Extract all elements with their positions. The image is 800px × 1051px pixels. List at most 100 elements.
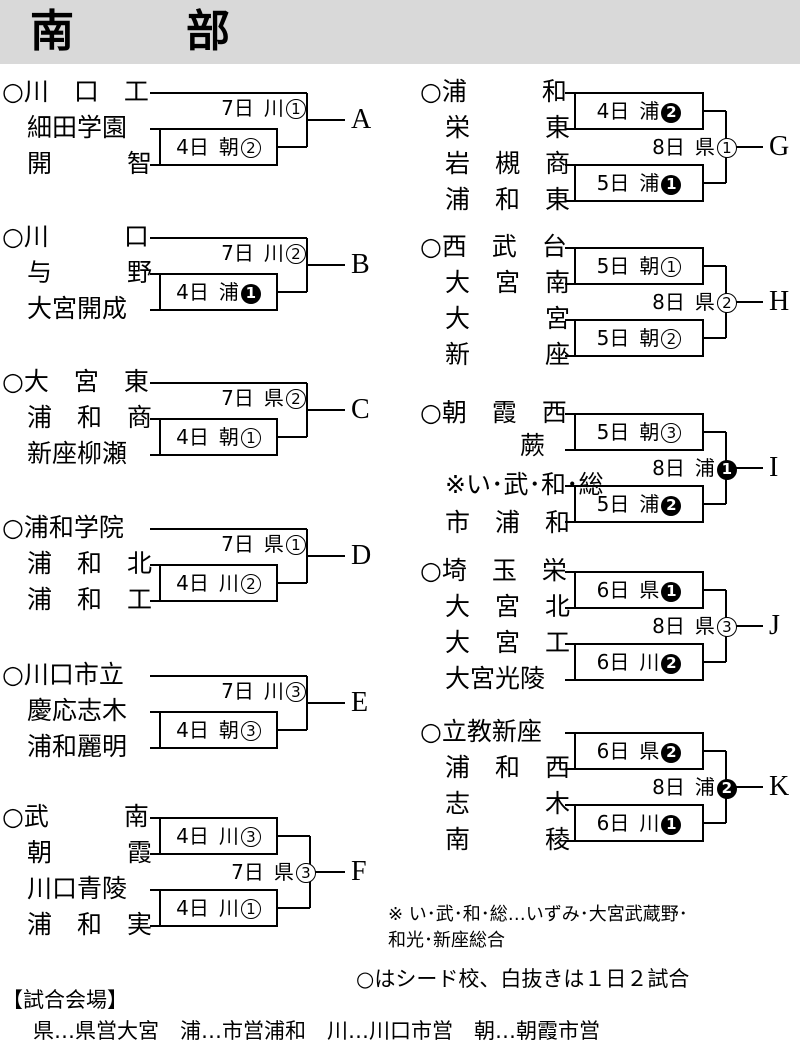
match-number-outline: 3 bbox=[240, 721, 261, 741]
team-name: 栄 東 bbox=[420, 113, 571, 142]
match-day-venue: 8日 県 bbox=[652, 614, 715, 638]
match-day-venue: 4日 朝 bbox=[176, 718, 239, 742]
match-number-outline: 3 bbox=[240, 827, 261, 847]
group-letter: I bbox=[769, 452, 779, 483]
team-name: ○浦和学院 bbox=[2, 513, 124, 542]
group-letter: H bbox=[769, 286, 790, 317]
match-day-venue: 4日 浦 bbox=[596, 99, 660, 123]
team-name: 大 宮 bbox=[420, 304, 571, 333]
match-number-filled: 2 bbox=[661, 103, 682, 123]
team-name: ○西 武 台 bbox=[420, 232, 567, 261]
team-name: 大 宮 北 bbox=[420, 592, 571, 621]
match-number-outline: 2 bbox=[716, 293, 737, 313]
match-number-outline: 1 bbox=[240, 428, 261, 448]
match-day-venue: 6日 川 bbox=[596, 811, 660, 835]
match-number-filled: 1 bbox=[716, 460, 737, 480]
team-name: 南 稜 bbox=[420, 825, 571, 854]
match-day-venue: 6日 県 bbox=[596, 739, 660, 763]
match-number-filled: 2 bbox=[661, 654, 682, 674]
team-name: 浦 和 東 bbox=[420, 185, 571, 214]
team-name: ○朝 霞 西 bbox=[420, 398, 567, 427]
venue-list: 県…県営大宮 浦…市営浦和 川…川口市営 朝…朝霞市営 bbox=[12, 1019, 600, 1043]
team-name: ○埼 玉 栄 bbox=[420, 556, 567, 585]
header-banner: 南 部 bbox=[0, 0, 800, 64]
team-name: ※い･武･和･総 bbox=[420, 470, 604, 499]
team-name: 浦 和 西 bbox=[420, 753, 571, 782]
match-day-venue: 6日 県 bbox=[596, 578, 660, 602]
page-title: 南 部 bbox=[30, 6, 264, 57]
group-letter: F bbox=[351, 856, 367, 887]
team-name: 岩 槻 商 bbox=[420, 149, 571, 178]
team-name: 大 宮 南 bbox=[420, 268, 571, 297]
team-name: ○川口市立 bbox=[2, 660, 124, 689]
team-name: ○川 口 工 bbox=[2, 77, 149, 106]
match-number-outline: 3 bbox=[716, 617, 737, 637]
group-letter: A bbox=[351, 104, 372, 135]
match-day-venue: 8日 浦 bbox=[652, 775, 715, 799]
match-day-venue: 5日 朝 bbox=[596, 420, 660, 444]
match-number-outline: 2 bbox=[240, 138, 261, 158]
match-day-venue: 4日 川 bbox=[176, 824, 239, 848]
team-name: 新座柳瀬 bbox=[2, 439, 128, 468]
team-name: 浦 和 実 bbox=[2, 910, 153, 939]
legend-note: ○はシード校、白抜きは１日２試合 bbox=[356, 967, 690, 991]
team-name: 新 座 bbox=[420, 340, 571, 369]
match-number-outline: 1 bbox=[716, 138, 737, 158]
match-day-venue: 8日 県 bbox=[652, 290, 715, 314]
match-day-venue: 5日 浦 bbox=[596, 171, 660, 195]
match-number-outline: 1 bbox=[285, 535, 306, 555]
match-day-venue: 8日 浦 bbox=[652, 456, 715, 480]
match-number-filled: 1 bbox=[661, 582, 682, 602]
match-day-venue: 4日 朝 bbox=[176, 425, 239, 449]
footnote-line-2: 和光･新座総合 bbox=[388, 930, 505, 951]
match-day-venue: 7日 県 bbox=[231, 860, 294, 884]
match-number-filled: 2 bbox=[661, 743, 682, 763]
team-name: 浦 和 北 bbox=[2, 549, 153, 578]
match-number-filled: 1 bbox=[661, 815, 682, 835]
match-number-outline: 1 bbox=[285, 99, 306, 119]
team-name: 細田学園 bbox=[2, 113, 128, 142]
match-day-venue: 4日 浦 bbox=[176, 280, 239, 304]
team-name: 蕨 bbox=[420, 431, 546, 460]
match-number-outline: 3 bbox=[295, 863, 316, 883]
match-number-outline: 1 bbox=[240, 899, 261, 919]
match-day-venue: 4日 川 bbox=[176, 896, 239, 920]
match-day-venue: 7日 県 bbox=[221, 532, 284, 556]
team-name: ○武 南 bbox=[2, 802, 149, 831]
team-name: 浦 和 商 bbox=[2, 403, 153, 432]
match-day-venue: 7日 川 bbox=[221, 96, 284, 120]
match-day-venue: 7日 川 bbox=[221, 679, 284, 703]
match-day-venue: 6日 川 bbox=[596, 650, 660, 674]
match-number-outline: 2 bbox=[285, 389, 306, 409]
team-name: 市 浦 和 bbox=[420, 508, 571, 537]
team-name: 大宮開成 bbox=[2, 294, 128, 323]
match-number-filled: 1 bbox=[661, 175, 682, 195]
match-number-filled: 2 bbox=[716, 779, 737, 799]
match-number-outline: 3 bbox=[661, 423, 682, 443]
group-letter: D bbox=[351, 540, 372, 571]
team-name: 浦 和 工 bbox=[2, 585, 153, 614]
group-letter: B bbox=[351, 249, 370, 280]
match-day-venue: 5日 朝 bbox=[596, 254, 660, 278]
match-number-outline: 2 bbox=[240, 574, 261, 594]
team-name: ○浦 和 bbox=[420, 77, 567, 106]
